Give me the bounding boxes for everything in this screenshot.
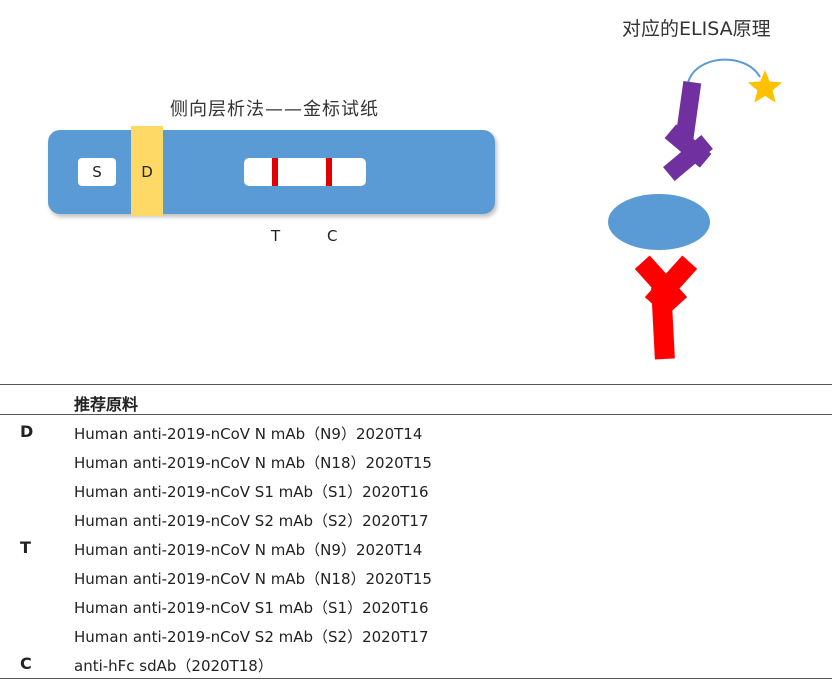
table-header: 推荐原料 xyxy=(74,395,139,414)
row-material: Human anti-2019-nCoV S1 mAb（S1）2020T16 xyxy=(74,483,429,501)
star-icon xyxy=(747,70,783,103)
row-material: Human anti-2019-nCoV S2 mAb（S2）2020T17 xyxy=(74,512,429,530)
row-material: Human anti-2019-nCoV N mAb（N9）2020T14 xyxy=(74,425,423,443)
table-row: D Human anti-2019-nCoV N mAb（N9）2020T14 xyxy=(0,418,832,446)
table-top-rule xyxy=(0,384,832,385)
test-line-label: T xyxy=(271,227,281,245)
table-row: Human anti-2019-nCoV N mAb（N18）2020T15 xyxy=(0,447,832,475)
strip-diagram-title: 侧向层析法——金标试纸 xyxy=(170,99,379,120)
sample-pad-label: S xyxy=(78,158,116,186)
control-line-label: C xyxy=(327,227,338,245)
detection-antibody-icon xyxy=(663,81,713,181)
row-group: T xyxy=(20,538,31,557)
conjugate-pad xyxy=(131,126,163,216)
test-line xyxy=(272,158,278,186)
table-row: Human anti-2019-nCoV N mAb（N18）2020T15 xyxy=(0,563,832,591)
control-line xyxy=(326,158,332,186)
row-material: Human anti-2019-nCoV S2 mAb（S2）2020T17 xyxy=(74,628,429,646)
table-header-rule xyxy=(0,414,832,415)
row-group: D xyxy=(20,422,34,441)
row-material: Human anti-2019-nCoV N mAb（N18）2020T15 xyxy=(74,570,432,588)
table-row: T Human anti-2019-nCoV N mAb（N9）2020T14 xyxy=(0,534,832,562)
table-row: Human anti-2019-nCoV S1 mAb（S1）2020T16 xyxy=(0,592,832,620)
table-row: C anti-hFc sdAb（2020T18） xyxy=(0,650,832,678)
linker-icon xyxy=(687,58,761,84)
elisa-illustration xyxy=(608,58,783,360)
row-material: Human anti-2019-nCoV N mAb（N9）2020T14 xyxy=(74,541,423,559)
conjugate-pad-label: D xyxy=(141,163,153,181)
elisa-diagram-title: 对应的ELISA原理 xyxy=(622,18,771,40)
row-material: anti-hFc sdAb（2020T18） xyxy=(74,657,273,675)
row-material: Human anti-2019-nCoV S1 mAb（S1）2020T16 xyxy=(74,599,429,617)
table-bottom-rule xyxy=(0,678,832,679)
antigen-icon xyxy=(608,194,710,250)
table-row: Human anti-2019-nCoV S2 mAb（S2）2020T17 xyxy=(0,505,832,533)
result-window xyxy=(244,158,366,186)
row-material: Human anti-2019-nCoV N mAb（N18）2020T15 xyxy=(74,454,432,472)
capture-antibody-icon xyxy=(634,255,698,360)
row-group: C xyxy=(20,654,32,673)
table-row: Human anti-2019-nCoV S1 mAb（S1）2020T16 xyxy=(0,476,832,504)
table-row: Human anti-2019-nCoV S2 mAb（S2）2020T17 xyxy=(0,621,832,649)
